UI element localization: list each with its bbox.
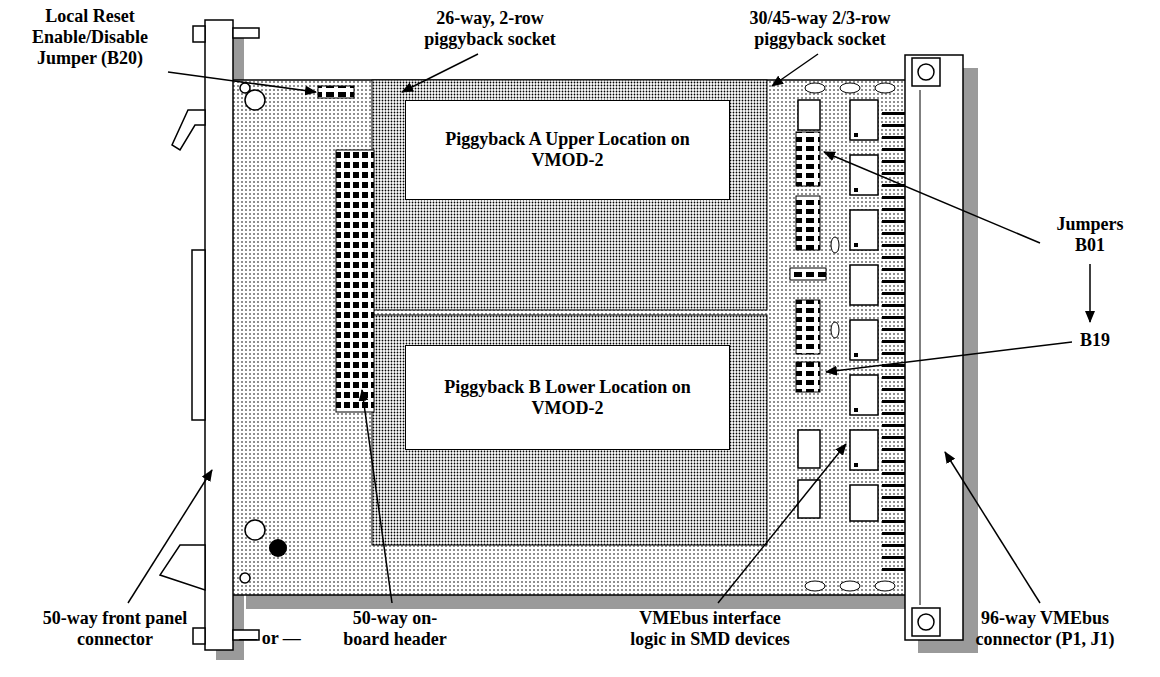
smd-chip <box>798 100 878 521</box>
callout-label: 50-way front panel connector <box>40 608 190 650</box>
capacitor <box>805 83 895 591</box>
circuit-board <box>232 80 912 595</box>
callout-label: 96-way VMEbus connector (P1, J1) <box>955 608 1135 650</box>
callout-label: 26-way, 2-row piggyback socket <box>400 8 580 50</box>
callout-label: — or — <box>230 628 310 649</box>
piggyback-socket-area <box>372 80 767 310</box>
box-label: Piggyback A Upper Location on VMOD-2 <box>435 129 700 171</box>
vmebus-connector <box>905 55 963 640</box>
front-panel <box>205 20 233 650</box>
callout-label: B19 <box>1065 330 1125 351</box>
shadow <box>216 32 978 660</box>
connector-edge <box>920 90 921 605</box>
piggyback-box: Piggyback A Upper Location on VMOD-2 <box>405 100 730 200</box>
callout-label: VMEbus interface logic in SMD devices <box>620 608 800 650</box>
connector-screw <box>912 58 940 636</box>
callout-label: 30/45-way 2/3-row piggyback socket <box>720 8 920 50</box>
box-label: Piggyback B Lower Location on VMOD-2 <box>435 377 700 419</box>
onboard-header <box>336 150 374 412</box>
piggyback-socket-area <box>372 315 767 545</box>
callout-label: Local Reset Enable/Disable Jumper (B20) <box>0 6 180 69</box>
box-content: Piggyback B Lower Location on VMOD-2 <box>435 377 700 419</box>
jumper-block <box>790 132 826 392</box>
callout-label: Jumpers B01 <box>1045 214 1135 256</box>
chip-mark <box>854 133 858 467</box>
reset-jumper <box>318 86 354 98</box>
callout-label: 50-way on-board header <box>335 608 455 650</box>
box-content: Piggyback A Upper Location on VMOD-2 <box>435 129 700 171</box>
leader-line <box>128 54 1090 603</box>
reset-button <box>269 539 287 557</box>
piggyback-box: Piggyback B Lower Location on VMOD-2 <box>405 345 730 450</box>
